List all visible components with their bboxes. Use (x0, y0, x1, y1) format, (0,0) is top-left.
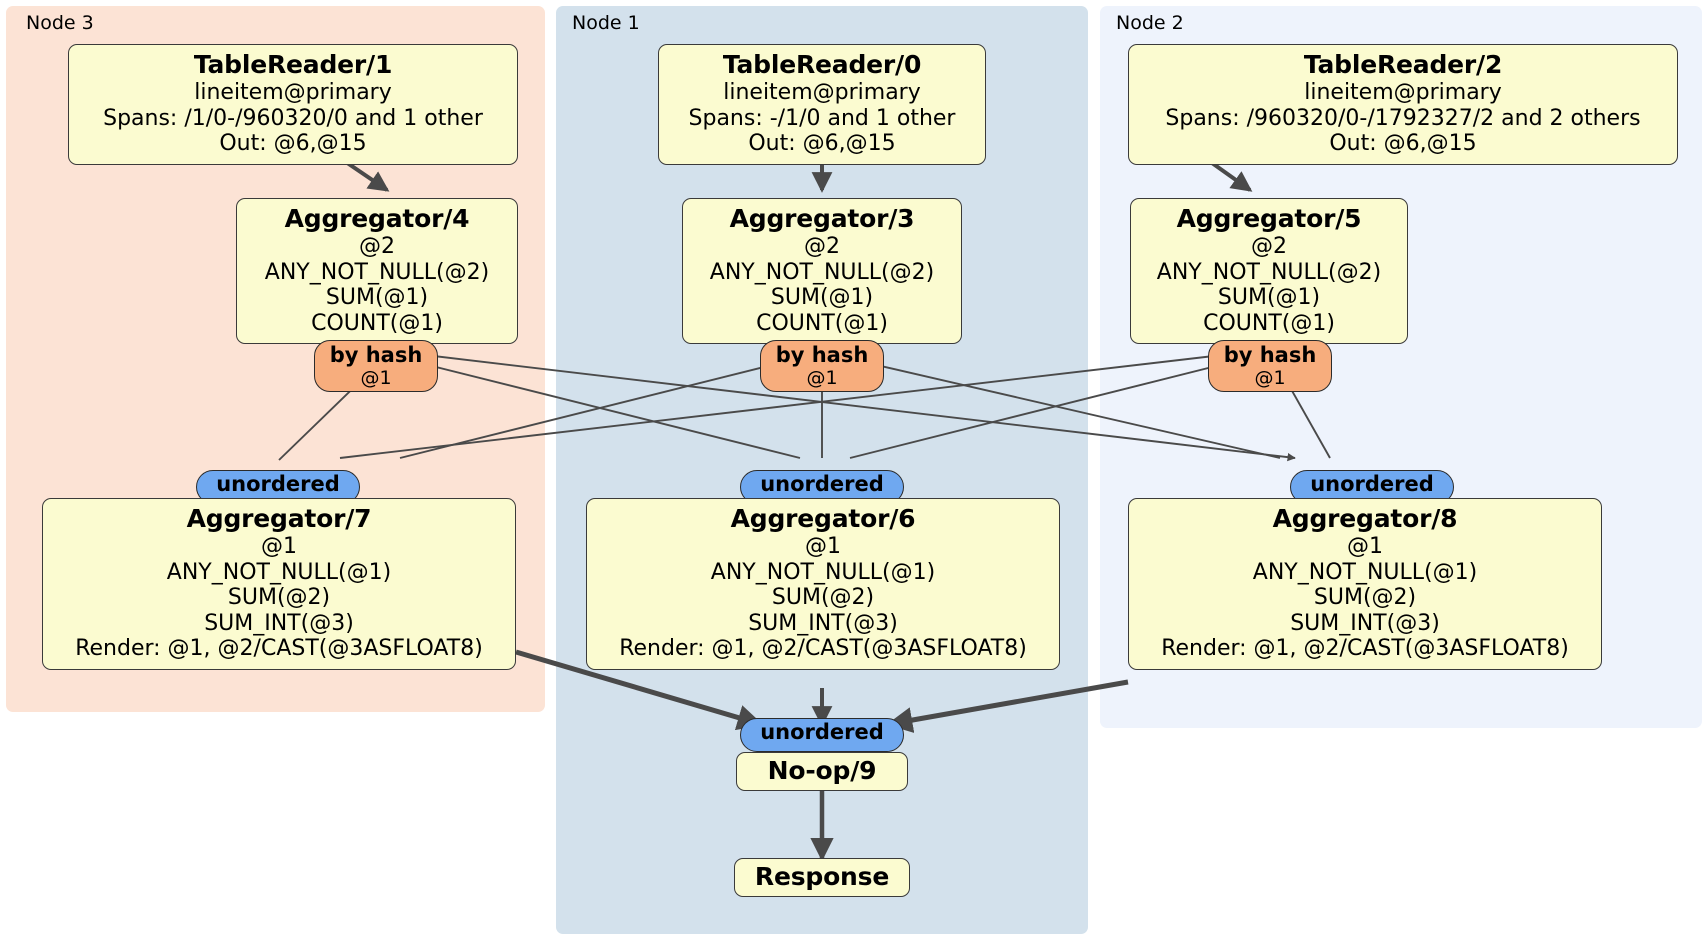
processor-detail-out: Out: @6,@15 (748, 131, 896, 157)
processor-aggregator-3[interactable]: Aggregator/3 @2 ANY_NOT_NULL(@2) SUM(@1)… (682, 198, 962, 345)
processor-title: Response (754, 862, 890, 891)
router-column: @1 (806, 366, 838, 389)
processor-title: Aggregator/5 (1176, 204, 1362, 233)
processor-detail-groupcols: @2 (359, 234, 395, 259)
processor-detail-agg2: SUM(@1) (1217, 285, 1321, 311)
processor-detail-table: lineitem@primary (1304, 80, 1502, 105)
processor-detail-agg3: COUNT(@1) (756, 310, 888, 336)
processor-detail-groupcols: @2 (1251, 234, 1287, 259)
router-column: @1 (1254, 366, 1286, 389)
processor-detail-table: lineitem@primary (194, 80, 392, 105)
node-panel-label-node3: Node 3 (26, 12, 94, 34)
processor-detail-groupcols: @2 (804, 234, 840, 259)
processor-detail-render: Render: @1, @2/CAST(@3ASFLOAT8) (619, 636, 1027, 662)
processor-title: No-op/9 (767, 756, 877, 785)
processor-detail-out: Out: @6,@15 (219, 131, 367, 157)
sync-title: unordered (216, 472, 340, 496)
node-panel-label-node2: Node 2 (1116, 12, 1184, 34)
processor-detail-agg2: SUM(@2) (1313, 585, 1417, 611)
processor-aggregator-8[interactable]: Aggregator/8 @1 ANY_NOT_NULL(@1) SUM(@2)… (1128, 498, 1602, 670)
router-title: by hash (775, 343, 869, 367)
processor-tablereader-0[interactable]: TableReader/0 lineitem@primary Spans: -/… (658, 44, 986, 165)
processor-aggregator-7[interactable]: Aggregator/7 @1 ANY_NOT_NULL(@1) SUM(@2)… (42, 498, 516, 670)
processor-detail-spans: Spans: /1/0-/960320/0 and 1 other (103, 105, 483, 131)
output-router-by-hash-right[interactable]: by hash @1 (1208, 340, 1332, 392)
processor-detail-groupcols: @1 (261, 534, 297, 559)
processor-detail-agg2: SUM(@1) (325, 285, 429, 311)
processor-detail-agg3: COUNT(@1) (311, 310, 443, 336)
router-title: by hash (1223, 343, 1317, 367)
processor-detail-agg3: SUM_INT(@3) (1290, 610, 1440, 636)
router-column: @1 (360, 366, 392, 389)
processor-title: TableReader/2 (1303, 50, 1503, 79)
processor-detail-table: lineitem@primary (723, 80, 921, 105)
sync-title: unordered (760, 720, 884, 744)
processor-title: Aggregator/8 (1272, 504, 1458, 533)
sync-title: unordered (760, 472, 884, 496)
processor-detail-agg2: SUM(@2) (771, 585, 875, 611)
processor-detail-agg3: SUM_INT(@3) (204, 610, 354, 636)
processor-detail-agg1: ANY_NOT_NULL(@1) (166, 559, 392, 585)
processor-detail-spans: Spans: -/1/0 and 1 other (688, 105, 956, 131)
processor-detail-render: Render: @1, @2/CAST(@3ASFLOAT8) (75, 636, 483, 662)
processor-detail-agg3: SUM_INT(@3) (748, 610, 898, 636)
processor-title: Aggregator/7 (186, 504, 372, 533)
processor-detail-groupcols: @1 (805, 534, 841, 559)
processor-title: Aggregator/6 (730, 504, 916, 533)
processor-title: TableReader/1 (193, 50, 393, 79)
processor-title: Aggregator/3 (729, 204, 915, 233)
processor-detail-spans: Spans: /960320/0-/1792327/2 and 2 others (1165, 105, 1641, 131)
output-router-by-hash-left[interactable]: by hash @1 (314, 340, 438, 392)
input-sync-unordered-final[interactable]: unordered (740, 718, 904, 752)
processor-detail-agg1: ANY_NOT_NULL(@1) (710, 559, 936, 585)
processor-detail-agg3: COUNT(@1) (1203, 310, 1335, 336)
sync-title: unordered (1310, 472, 1434, 496)
processor-noop-9[interactable]: No-op/9 (736, 752, 908, 791)
processor-detail-agg2: SUM(@2) (227, 585, 331, 611)
processor-detail-agg1: ANY_NOT_NULL(@2) (1156, 259, 1382, 285)
processor-tablereader-1[interactable]: TableReader/1 lineitem@primary Spans: /1… (68, 44, 518, 165)
processor-detail-agg2: SUM(@1) (770, 285, 874, 311)
processor-detail-agg1: ANY_NOT_NULL(@1) (1252, 559, 1478, 585)
processor-aggregator-5[interactable]: Aggregator/5 @2 ANY_NOT_NULL(@2) SUM(@1)… (1130, 198, 1408, 345)
processor-aggregator-4[interactable]: Aggregator/4 @2 ANY_NOT_NULL(@2) SUM(@1)… (236, 198, 518, 345)
processor-detail-render: Render: @1, @2/CAST(@3ASFLOAT8) (1161, 636, 1569, 662)
router-title: by hash (329, 343, 423, 367)
node-panel-label-node1: Node 1 (572, 12, 640, 34)
processor-aggregator-6[interactable]: Aggregator/6 @1 ANY_NOT_NULL(@1) SUM(@2)… (586, 498, 1060, 670)
processor-response[interactable]: Response (734, 858, 910, 897)
processor-detail-groupcols: @1 (1347, 534, 1383, 559)
processor-title: TableReader/0 (722, 50, 922, 79)
processor-tablereader-2[interactable]: TableReader/2 lineitem@primary Spans: /9… (1128, 44, 1678, 165)
processor-detail-agg1: ANY_NOT_NULL(@2) (709, 259, 935, 285)
processor-detail-agg1: ANY_NOT_NULL(@2) (264, 259, 490, 285)
processor-title: Aggregator/4 (284, 204, 470, 233)
output-router-by-hash-center[interactable]: by hash @1 (760, 340, 884, 392)
processor-detail-out: Out: @6,@15 (1329, 131, 1477, 157)
